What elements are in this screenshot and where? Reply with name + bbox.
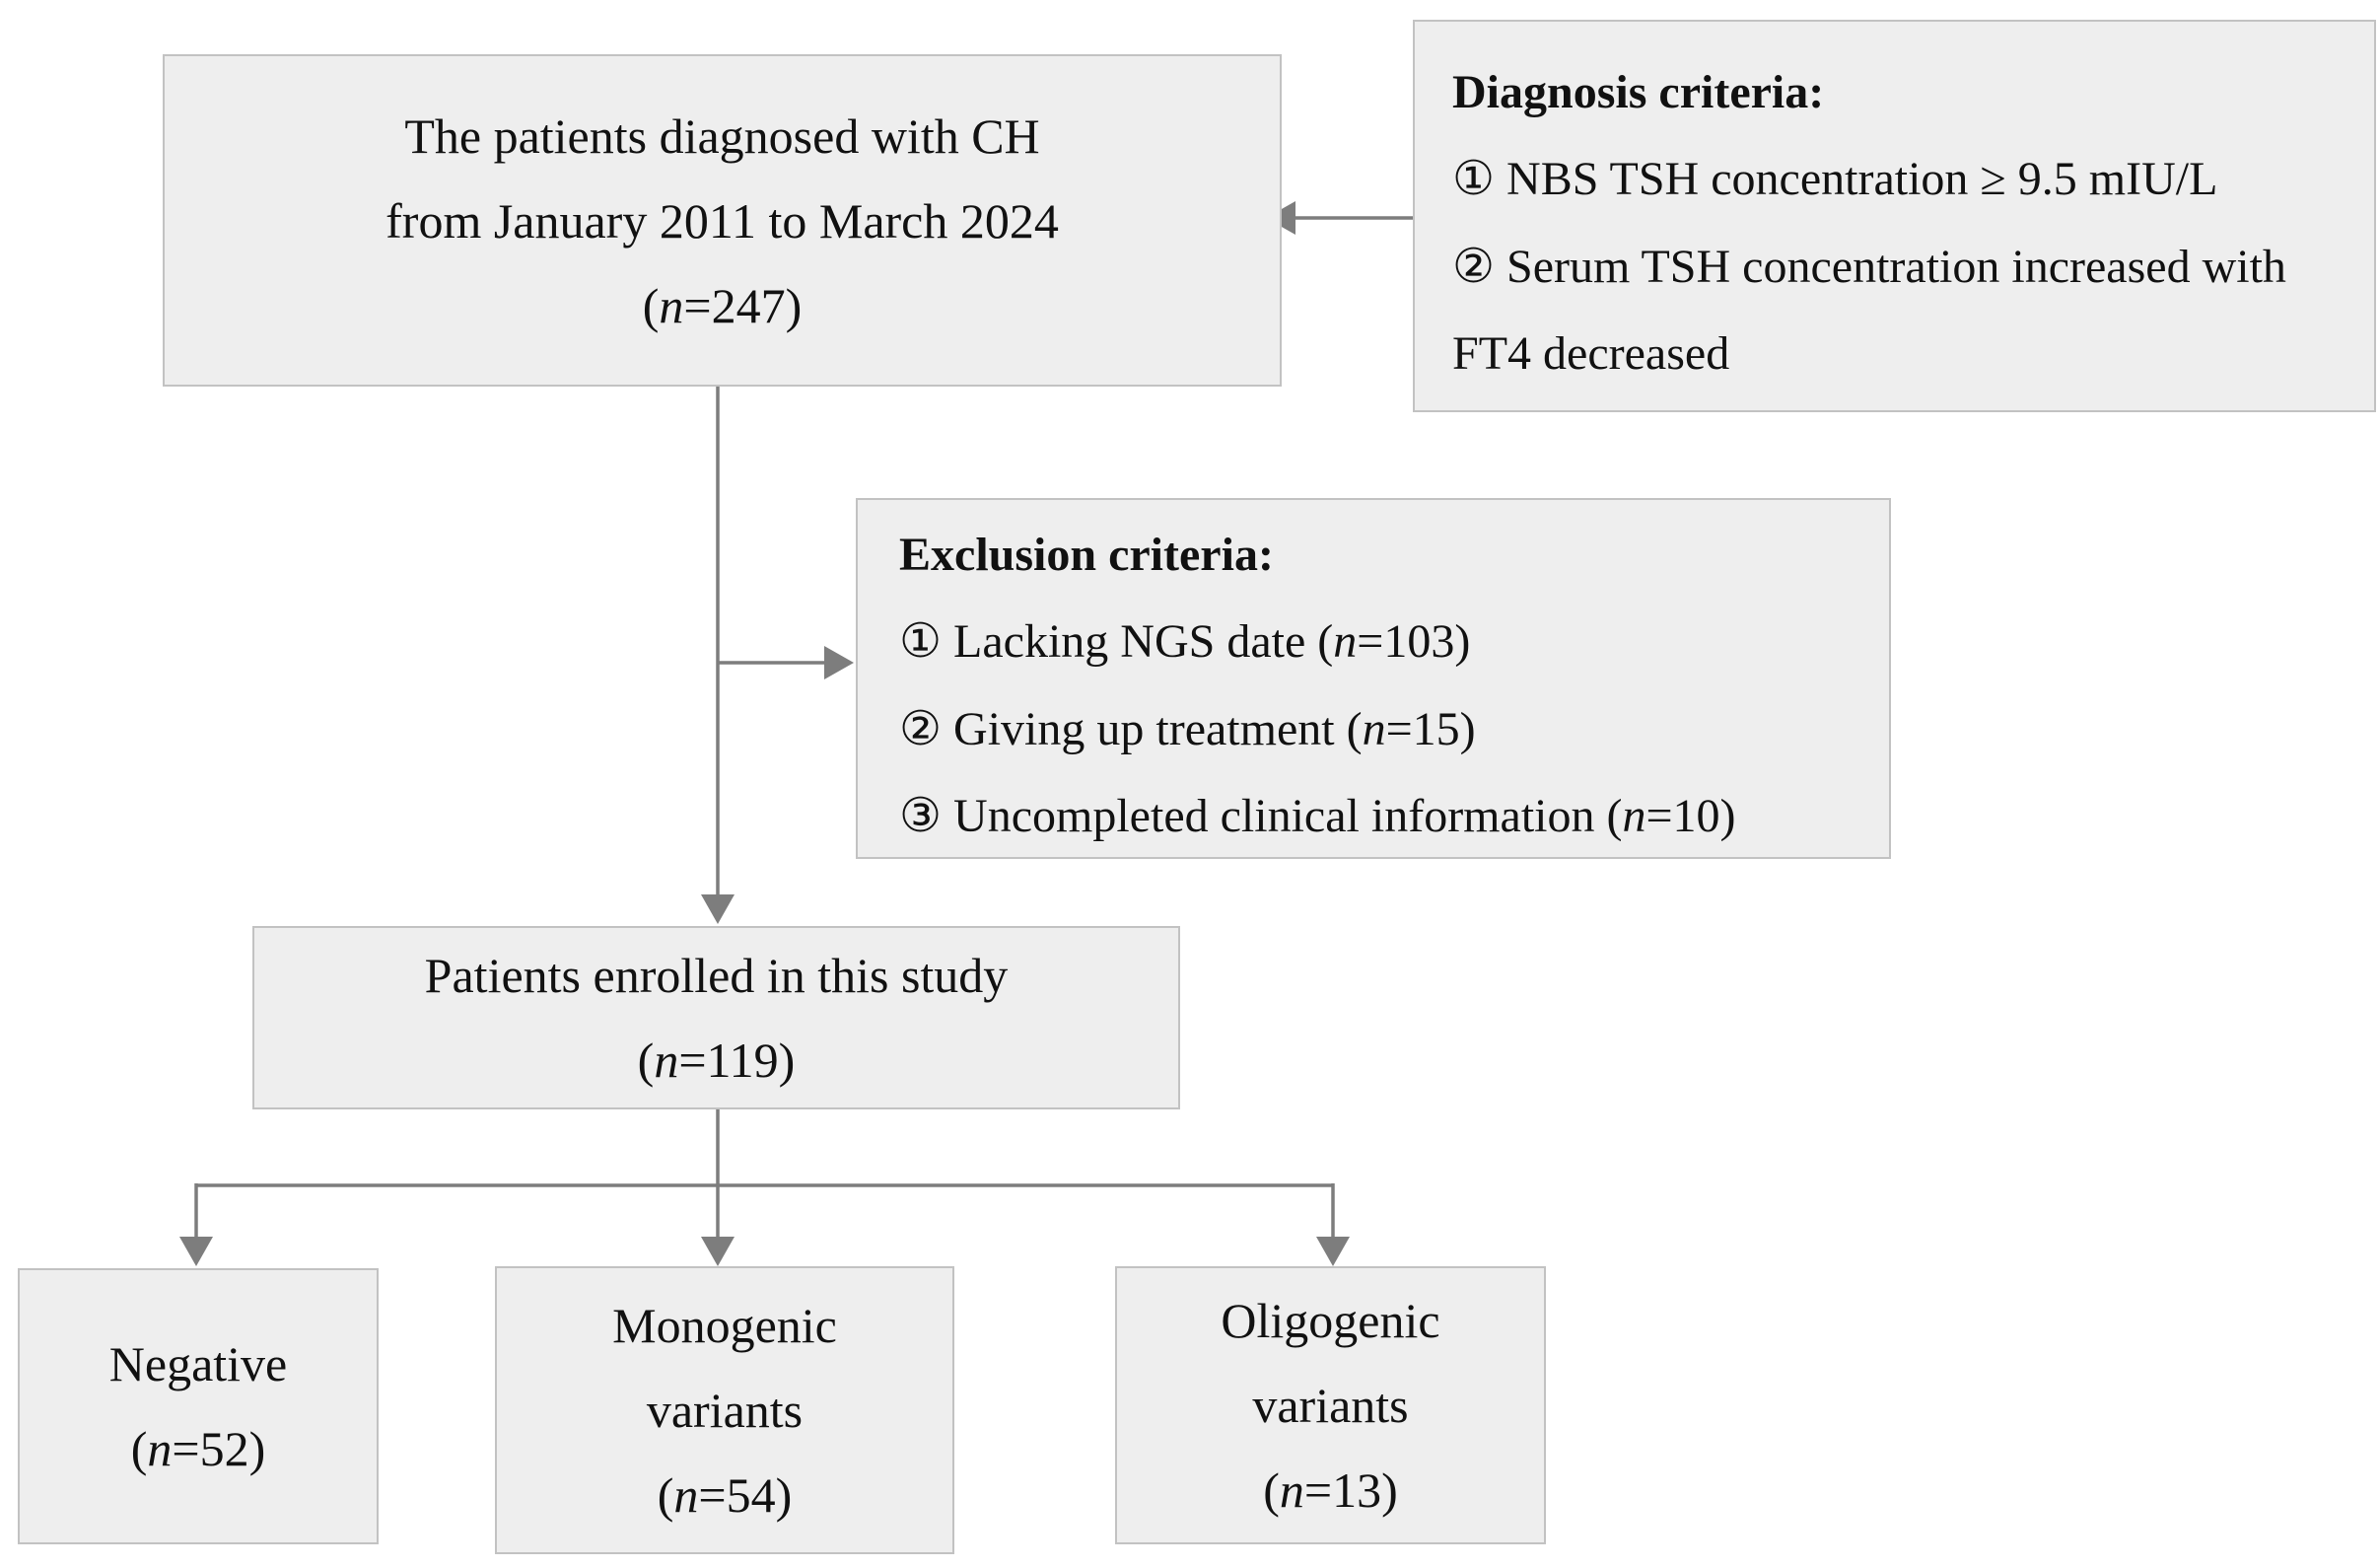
arrowhead-down-icon bbox=[179, 1237, 213, 1266]
box-text-line: variants bbox=[646, 1383, 804, 1438]
exclusion-criteria-item: ① Lacking NGS date (n=103) bbox=[899, 615, 1471, 669]
box-outcome-monogenic-variants: Monogenic variants (n=54) bbox=[495, 1266, 954, 1554]
box-text-line: Monogenic bbox=[612, 1298, 837, 1353]
arrowhead-right-icon bbox=[824, 646, 854, 679]
exclusion-criteria-item: ③ Uncompleted clinical information (n=10… bbox=[899, 789, 1736, 842]
box-text-line: Patients enrolled in this study bbox=[424, 948, 1009, 1003]
box-text-line: variants bbox=[1252, 1378, 1409, 1433]
box-outcome-negative: Negative (n=52) bbox=[18, 1268, 379, 1544]
box-text-line: from January 2011 to March 2024 bbox=[385, 192, 1059, 249]
exclusion-criteria-title: Exclusion criteria: bbox=[899, 529, 1274, 581]
arrow-branch-to-exclusion bbox=[718, 646, 854, 679]
arrow-split-to-monogenic bbox=[701, 1185, 735, 1266]
box-count: (n=13) bbox=[1263, 1462, 1398, 1518]
diagnosis-criteria-item: ① NBS TSH concentration ≥ 9.5 mIU/L bbox=[1452, 153, 2218, 206]
arrow-diagnosis-to-top bbox=[1266, 201, 1413, 235]
connector-enrolled-to-splitter bbox=[196, 1109, 1333, 1187]
box-text-line: The patients diagnosed with CH bbox=[404, 107, 1040, 164]
box-outcome-oligogenic-variants: Oligogenic variants (n=13) bbox=[1115, 1266, 1546, 1544]
arrow-split-to-oligogenic bbox=[1316, 1183, 1350, 1266]
box-diagnosis-criteria: Diagnosis criteria: ① NBS TSH concentrat… bbox=[1413, 20, 2376, 412]
arrow-top-to-enrolled bbox=[701, 387, 735, 924]
box-text-line: Negative bbox=[108, 1336, 288, 1391]
box-exclusion-criteria: Exclusion criteria: ① Lacking NGS date (… bbox=[856, 498, 1891, 859]
box-patients-enrolled: Patients enrolled in this study (n=119) bbox=[252, 926, 1180, 1109]
arrow-split-to-negative bbox=[179, 1183, 213, 1266]
box-text-line: Oligogenic bbox=[1221, 1293, 1440, 1348]
box-count: (n=52) bbox=[130, 1421, 266, 1476]
exclusion-criteria-item: ② Giving up treatment (n=15) bbox=[899, 702, 1476, 755]
diagnosis-criteria-title: Diagnosis criteria: bbox=[1452, 66, 1825, 118]
box-patients-diagnosed: The patients diagnosed with CH from Janu… bbox=[163, 54, 1282, 387]
diagnosis-criteria-item: ② Serum TSH concentration increased with… bbox=[1452, 240, 2286, 380]
box-count: (n=119) bbox=[637, 1033, 796, 1088]
box-count: (n=54) bbox=[657, 1467, 793, 1523]
box-count: (n=247) bbox=[642, 277, 803, 333]
arrowhead-down-icon bbox=[701, 1237, 735, 1266]
arrowhead-down-icon bbox=[701, 894, 735, 924]
arrowhead-down-icon bbox=[1316, 1237, 1350, 1266]
